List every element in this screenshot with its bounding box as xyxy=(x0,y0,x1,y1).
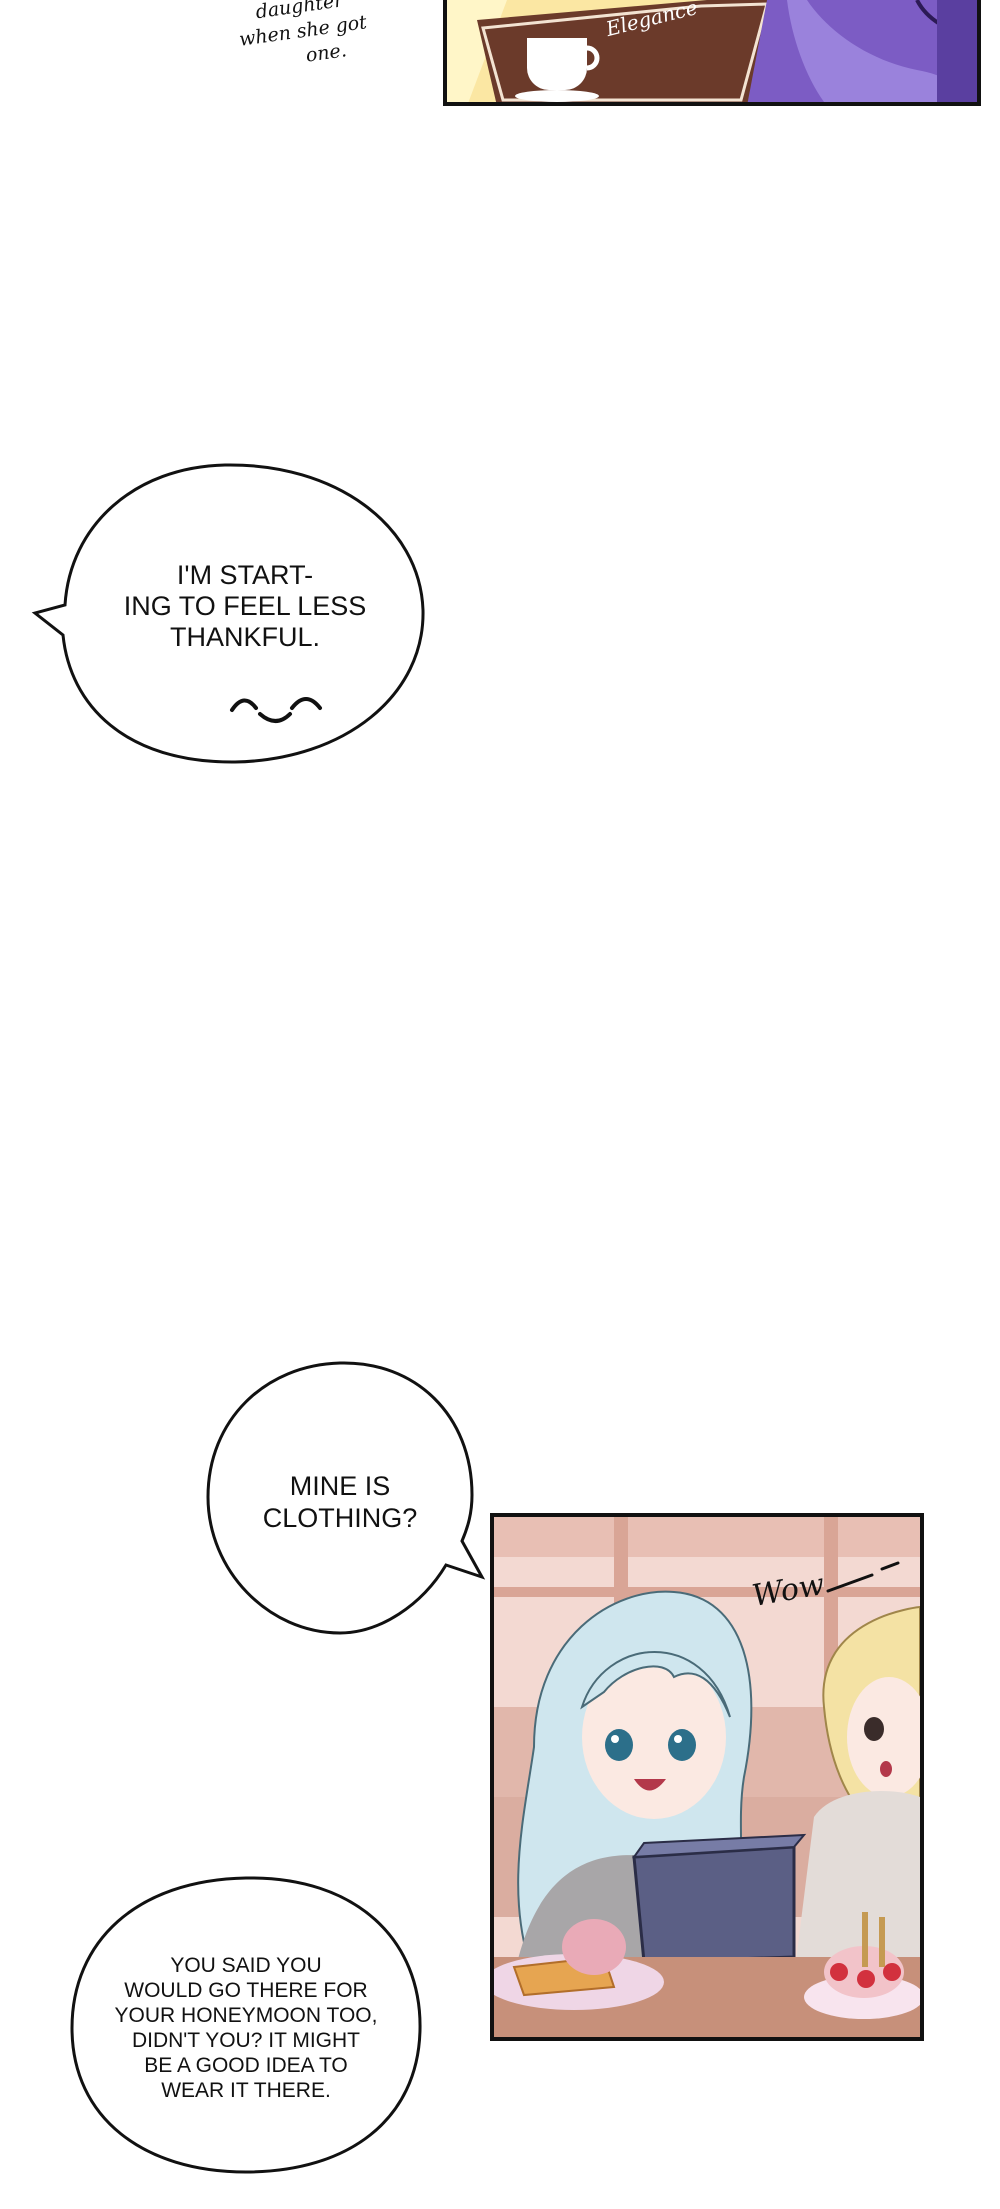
speech-bubble-3 xyxy=(70,1876,422,2174)
top-panel: Elegance xyxy=(443,0,981,106)
bubble-1-line-3: THANKFUL. xyxy=(169,622,321,652)
top-panel-art xyxy=(447,0,977,102)
bubble-3-line-6: WEAR IT THERE. xyxy=(161,2079,331,2102)
bubble-3-line-1: YOU SAID YOU xyxy=(170,1954,322,1977)
bubble-2-text: MINE IS CLOTHING? xyxy=(230,1470,450,1534)
bubble-1-text: I'M START- ING TO FEEL LESS THANKFUL. xyxy=(110,560,380,653)
sfx-dash-icon xyxy=(826,1561,900,1593)
bubble-3-line-2: WOULD GO THERE FOR xyxy=(124,1979,368,2002)
speech-bubble-1 xyxy=(31,463,425,764)
smile-face-icon xyxy=(230,697,322,723)
bubble-3-line-3: YOUR HONEYMOON TOO, xyxy=(114,2004,378,2027)
bubble-3-line-5: BE A GOOD IDEA TO xyxy=(144,2054,348,2077)
bubble-2-line-2: CLOTHING? xyxy=(262,1503,418,1533)
bubble-2-line-1: MINE IS xyxy=(289,1471,391,1501)
bubble-1-line-2: ING TO FEEL LESS xyxy=(123,591,367,621)
bubble-1-line-1: I'M START- xyxy=(176,560,314,590)
speech-bubble-2 xyxy=(206,1361,486,1635)
cafe-panel-art xyxy=(494,1517,920,2037)
bubble-3-text: YOU SAID YOU WOULD GO THERE FOR YOUR HON… xyxy=(96,1953,396,2103)
bubble-3-line-4: DIDN'T YOU? IT MIGHT xyxy=(131,2029,361,2052)
top-caption: daughter when she got one. xyxy=(214,0,393,80)
cafe-panel: Wow xyxy=(490,1513,924,2041)
